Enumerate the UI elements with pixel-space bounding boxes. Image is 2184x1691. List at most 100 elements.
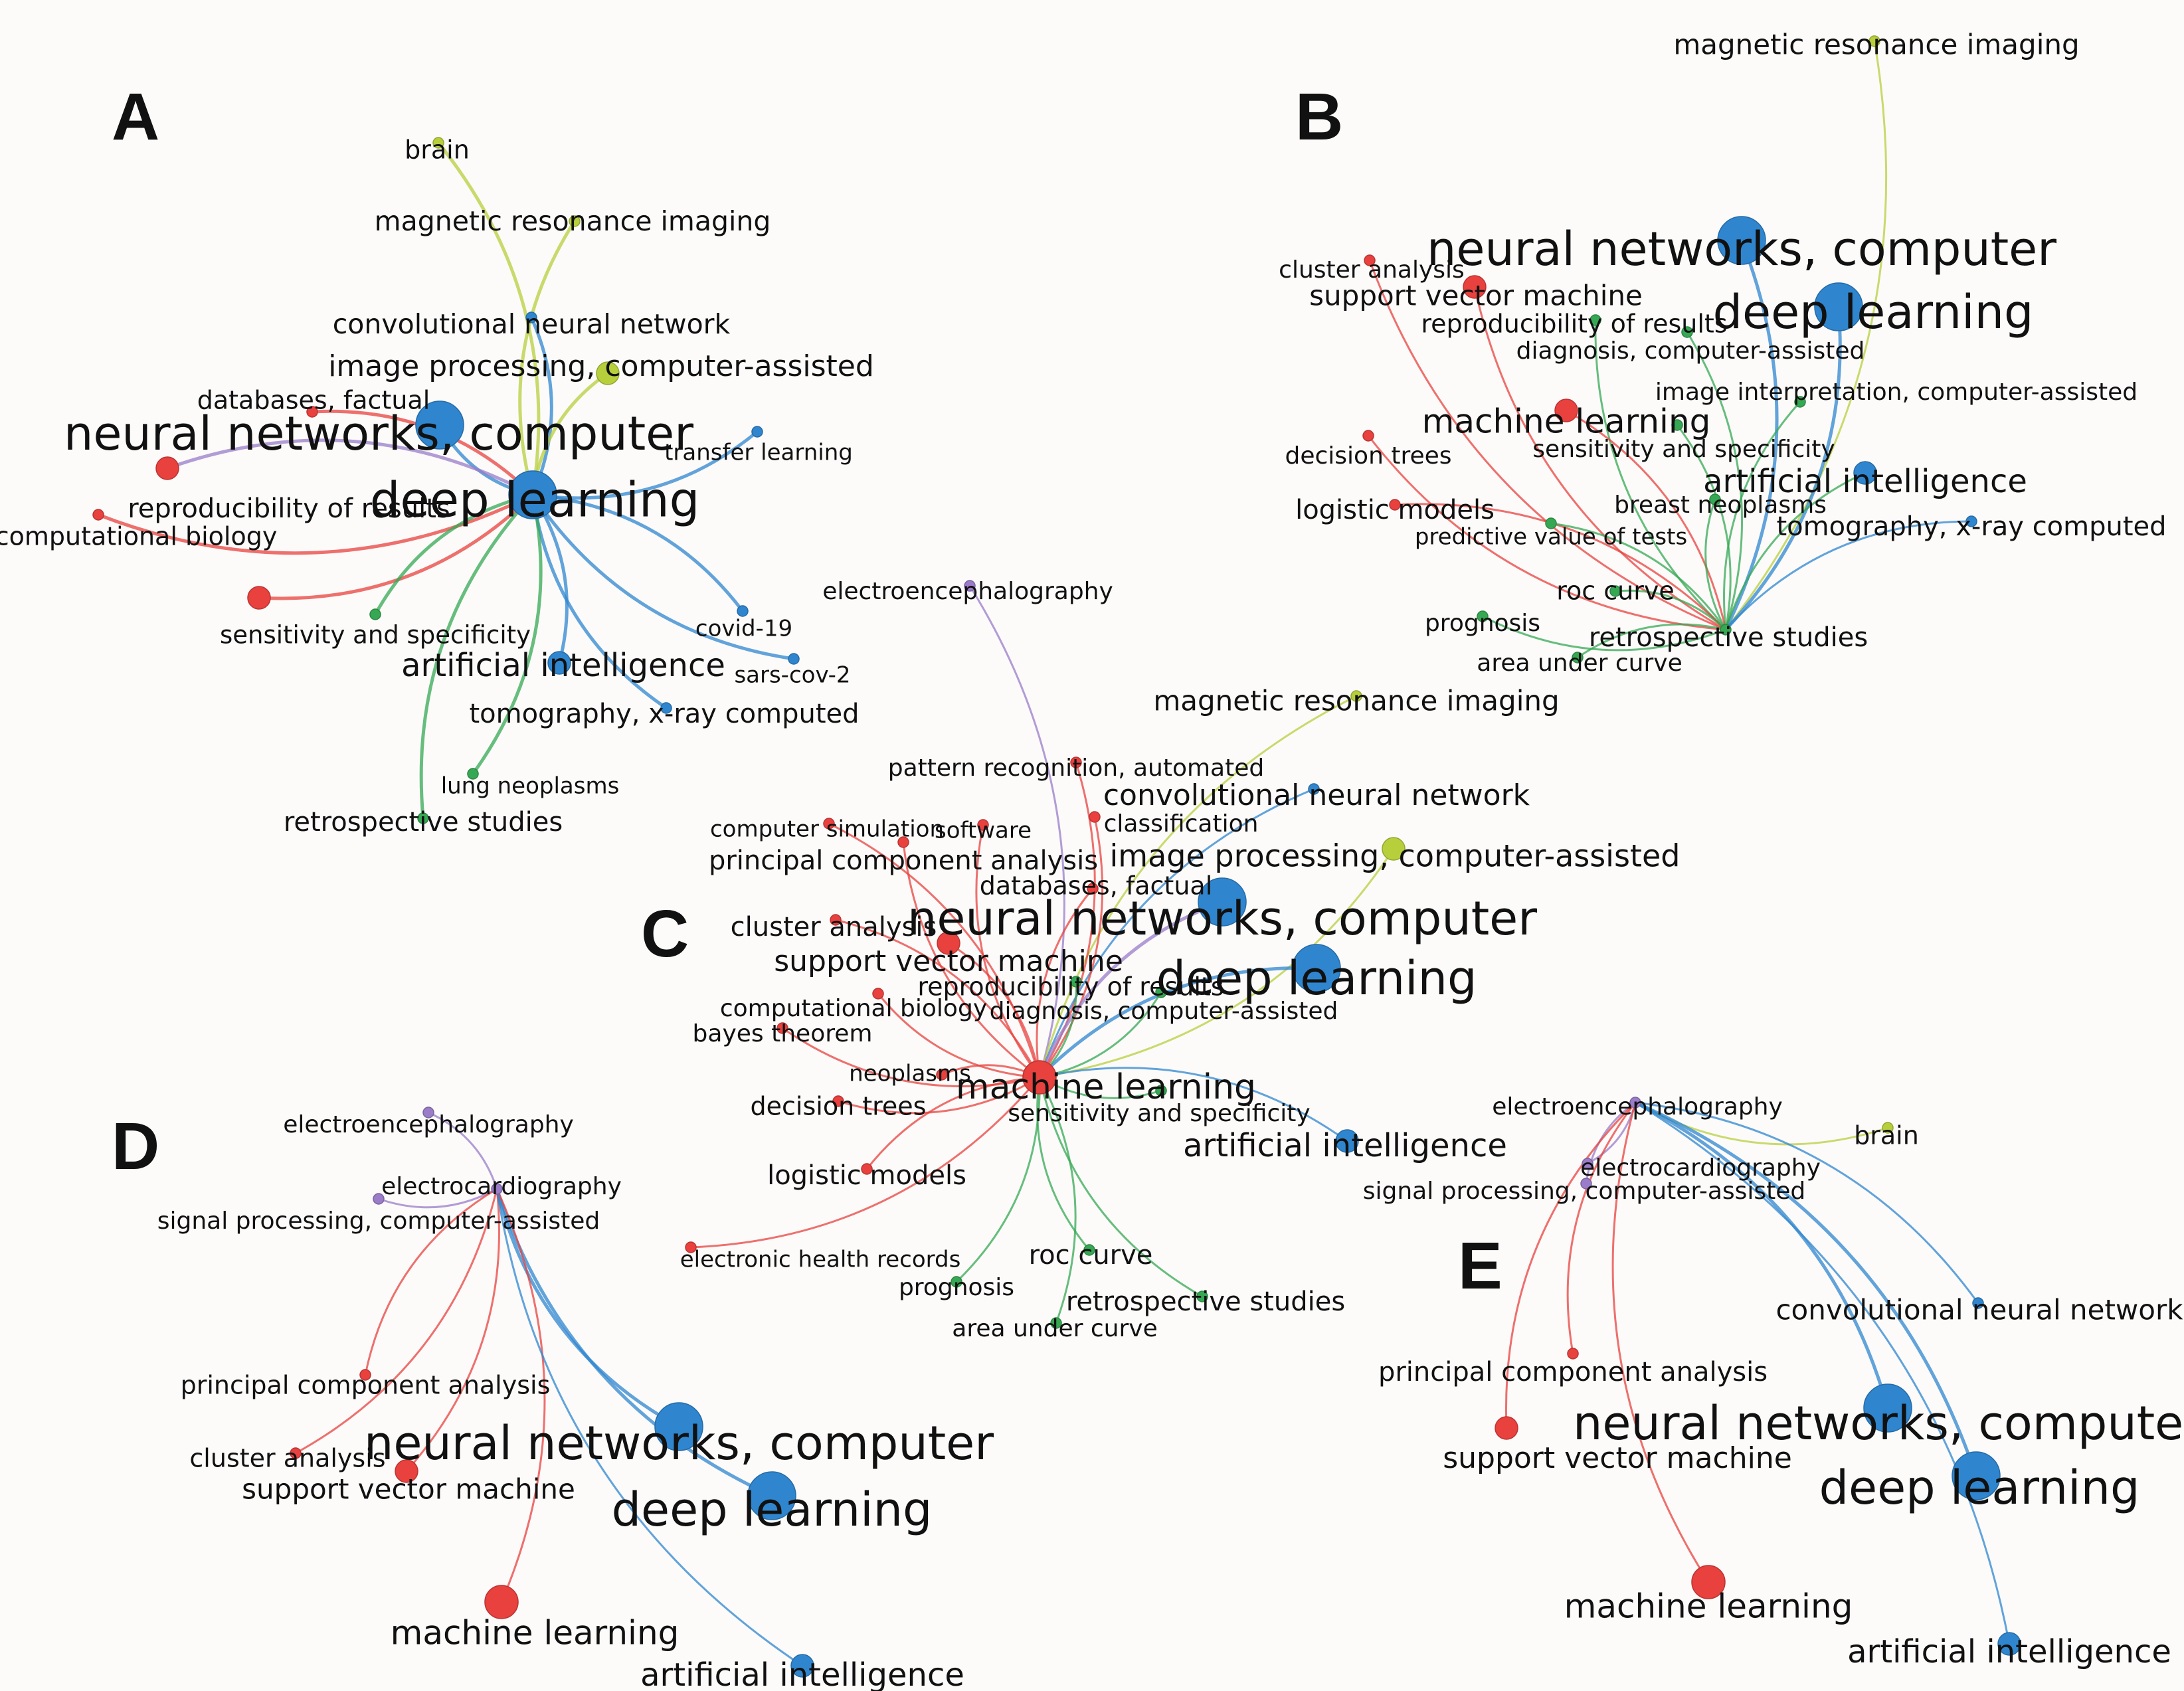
node-b-iica[interactable] (1794, 396, 1806, 408)
node-c-dbf[interactable] (1087, 883, 1099, 895)
label-d-spca: signal processing, computer-assisted (157, 1207, 600, 1235)
node-a-c19[interactable] (737, 605, 749, 617)
node-d-dl[interactable] (747, 1471, 796, 1520)
node-c-dt[interactable] (832, 1095, 844, 1107)
edge-c-ml-cls (1038, 816, 1104, 1078)
node-a-ipca[interactable] (596, 361, 620, 385)
node-c-sas[interactable] (1155, 1085, 1167, 1097)
edge-a-dl-cb (98, 493, 534, 555)
node-b-auc[interactable] (1572, 652, 1584, 664)
node-e-ai[interactable] (1997, 1632, 2021, 1656)
node-c-cb[interactable] (872, 988, 884, 1000)
node-c-bt[interactable] (776, 1022, 788, 1034)
edge-d-ecg-ml (496, 1188, 546, 1603)
node-b-lm[interactable] (1389, 499, 1401, 511)
node-a-mri[interactable] (569, 215, 581, 227)
edge-c-ml-dca (1039, 992, 1162, 1079)
node-c-auc[interactable] (1050, 1317, 1062, 1329)
node-b-pvt[interactable] (1545, 517, 1557, 529)
node-a-cb[interactable] (92, 509, 104, 521)
node-b-ai[interactable] (1853, 461, 1877, 485)
node-e-dl[interactable] (1952, 1451, 2001, 1500)
node-b-svm[interactable] (1463, 275, 1487, 299)
node-c-lm[interactable] (861, 1163, 873, 1175)
node-d-svm[interactable] (395, 1459, 418, 1483)
node-c-eeg[interactable] (964, 580, 976, 592)
node-a-rs[interactable] (417, 812, 429, 824)
node-c-neo[interactable] (936, 1069, 948, 1081)
node-c-ca[interactable] (830, 914, 842, 926)
node-c-pra[interactable] (1070, 756, 1082, 768)
node-d-ml[interactable] (484, 1585, 519, 1619)
label-c-sw: software (935, 818, 1032, 844)
node-a-cnn[interactable] (525, 312, 537, 323)
node-b-prog[interactable] (1477, 610, 1489, 622)
node-d-pca[interactable] (359, 1369, 371, 1381)
node-e-svm[interactable] (1495, 1416, 1518, 1440)
node-a-nnc[interactable] (415, 400, 464, 450)
node-b-roc[interactable] (1609, 585, 1621, 597)
node-c-mri[interactable] (1350, 690, 1362, 702)
node-b-rs[interactable] (1720, 624, 1732, 636)
node-b-mri[interactable] (1868, 35, 1880, 47)
node-d-nnc[interactable] (654, 1402, 703, 1451)
node-c-roc[interactable] (1083, 1244, 1095, 1256)
node-a-sas2[interactable] (369, 608, 381, 620)
node-b-dt[interactable] (1362, 430, 1374, 442)
node-a-tl[interactable] (751, 426, 763, 438)
label-b-dt: decision trees (1285, 442, 1451, 470)
node-c-ipca[interactable] (1382, 837, 1406, 861)
node-e-nnc[interactable] (1863, 1383, 1912, 1433)
node-c-ror[interactable] (1070, 976, 1082, 988)
node-c-cnn[interactable] (1308, 783, 1320, 795)
node-a-ror[interactable] (155, 456, 179, 480)
node-b-bn[interactable] (1709, 493, 1721, 505)
node-c-rs[interactable] (1196, 1290, 1208, 1302)
node-d-ecg[interactable] (491, 1183, 503, 1195)
node-c-prog[interactable] (951, 1276, 962, 1288)
node-b-sas[interactable] (1671, 419, 1683, 431)
node-a-dbf[interactable] (306, 406, 318, 418)
label-c-cls: classification (1104, 810, 1259, 838)
node-d-eeg[interactable] (422, 1107, 434, 1118)
node-e-ml[interactable] (1691, 1565, 1726, 1599)
node-a-txc[interactable] (660, 702, 672, 714)
node-e-cnn[interactable] (1972, 1297, 1984, 1309)
node-c-ml[interactable] (1022, 1060, 1057, 1095)
node-a-dl[interactable] (508, 470, 557, 519)
node-a-ln[interactable] (467, 768, 479, 780)
label-e-spca: signal processing, computer-assisted (1363, 1178, 1806, 1205)
node-c-pca[interactable] (897, 836, 909, 848)
node-b-txc[interactable] (1965, 515, 1977, 527)
node-c-cls[interactable] (1089, 811, 1101, 823)
node-d-spca[interactable] (373, 1193, 385, 1205)
node-c-ai[interactable] (1335, 1129, 1359, 1153)
node-d-ai[interactable] (790, 1654, 814, 1678)
node-e-brain[interactable] (1882, 1122, 1894, 1134)
node-e-ecg[interactable] (1582, 1158, 1593, 1170)
node-d-ca[interactable] (290, 1447, 302, 1459)
node-c-nnc[interactable] (1198, 877, 1247, 927)
node-c-dl[interactable] (1292, 944, 1341, 993)
node-c-csim[interactable] (823, 818, 835, 830)
node-c-sw[interactable] (977, 819, 989, 831)
node-a-sc2[interactable] (788, 653, 800, 665)
node-b-ml[interactable] (1554, 399, 1578, 422)
node-b-ror[interactable] (1590, 314, 1601, 326)
node-e-eeg[interactable] (1629, 1097, 1641, 1109)
node-e-pca[interactable] (1567, 1348, 1579, 1360)
node-a-ai[interactable] (547, 651, 571, 675)
node-c-dca[interactable] (1155, 986, 1167, 998)
node-a-sas[interactable] (247, 586, 271, 610)
node-e-spca[interactable] (1580, 1178, 1592, 1190)
node-c-svm[interactable] (937, 931, 960, 955)
node-a-brain[interactable] (432, 137, 444, 149)
node-b-nnc[interactable] (1717, 216, 1766, 265)
node-b-ca[interactable] (1364, 254, 1376, 266)
node-b-dca[interactable] (1681, 326, 1693, 338)
node-c-ehr[interactable] (685, 1241, 697, 1253)
node-b-dl[interactable] (1814, 282, 1863, 331)
edge-c-ml-ca (835, 919, 1041, 1078)
label-a-c19: covid-19 (695, 616, 792, 642)
edge-c-ml-dbf (1036, 888, 1094, 1078)
